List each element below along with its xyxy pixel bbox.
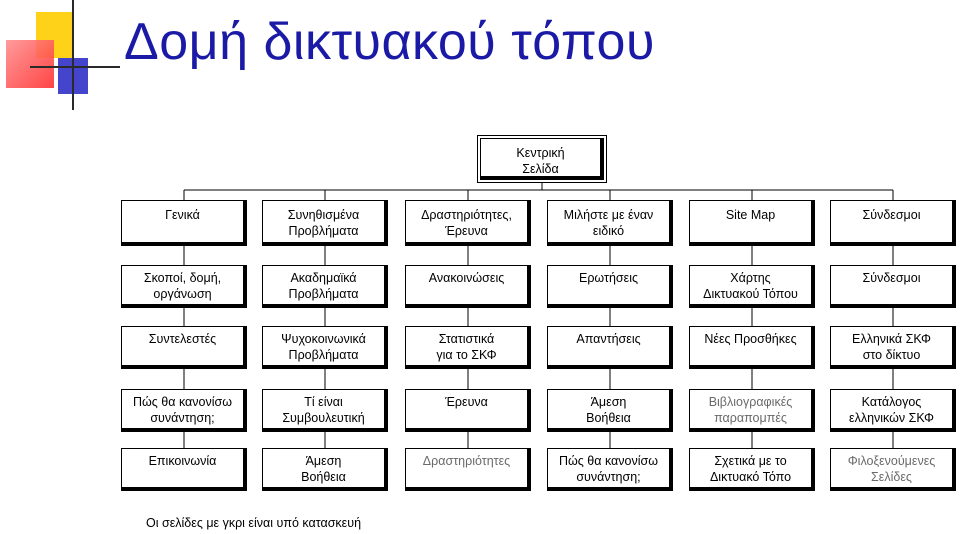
node-col2-header[interactable]: Δραστηριότητες, Έρευνα <box>405 200 531 246</box>
node-col0-item2-label: Πώς θα κανονίσω συνάντηση; <box>133 395 232 425</box>
node-col0-header[interactable]: Γενικά <box>121 200 247 246</box>
node-col3-header[interactable]: Μιλήστε με έναν ειδικό <box>547 200 673 246</box>
node-col3-item1[interactable]: Απαντήσεις <box>547 326 673 369</box>
node-col5-item0[interactable]: Σύνδεσμοι <box>830 265 956 308</box>
node-col4-item3[interactable]: Σχετικά με το Δικτυακό Τόπο <box>689 448 815 491</box>
root-node-home[interactable]: Κεντρική Σελίδα <box>477 135 607 183</box>
legend-note: Οι σελίδες με γκρι είναι υπό κατασκευή <box>146 516 362 530</box>
horizontal-rule <box>30 66 120 68</box>
node-col4-item2[interactable]: Βιβλιογραφικές παραπομπές <box>689 389 815 432</box>
node-col5-item1-label: Ελληνικά ΣΚΦ στο δίκτυο <box>852 332 931 362</box>
node-col4-item3-label: Σχετικά με το Δικτυακό Τόπο <box>709 454 792 484</box>
node-col2-item2-label: Έρευνα <box>445 395 488 409</box>
node-col2-header-label: Δραστηριότητες, Έρευνα <box>421 208 512 238</box>
node-col5-item3[interactable]: Φιλοξενούμενες Σελίδες <box>830 448 956 491</box>
root-node-home-label: Κεντρική Σελίδα <box>516 146 565 176</box>
node-col1-header[interactable]: Συνηθισμένα Προβλήματα <box>262 200 388 246</box>
node-col0-item1[interactable]: Συντελεστές <box>121 326 247 369</box>
node-col5-header[interactable]: Σύνδεσμοι <box>830 200 956 246</box>
node-col3-item3[interactable]: Πώς θα κανονίσω συνάντηση; <box>547 448 673 491</box>
node-col5-item2[interactable]: Κατάλογος ελληνικών ΣΚΦ <box>830 389 956 432</box>
node-col2-item0[interactable]: Ανακοινώσεις <box>405 265 531 308</box>
vertical-rule <box>72 0 74 110</box>
node-col5-item0-label: Σύνδεσμοι <box>862 271 921 285</box>
node-col3-item3-label: Πώς θα κανονίσω συνάντηση; <box>559 454 658 484</box>
node-col4-item1[interactable]: Νέες Προσθήκες <box>689 326 815 369</box>
page-title: Δομή δικτυακού τόπου <box>124 13 655 71</box>
corner-decoration <box>0 0 120 110</box>
node-col0-item3-label: Επικοινωνία <box>148 454 217 468</box>
node-col1-item2[interactable]: Τί είναι Συμβουλευτική <box>262 389 388 432</box>
node-col3-item0[interactable]: Ερωτήσεις <box>547 265 673 308</box>
node-col3-item2[interactable]: Άμεση Βοήθεια <box>547 389 673 432</box>
node-col1-item3[interactable]: Άμεση Βοήθεια <box>262 448 388 491</box>
node-col0-item3[interactable]: Επικοινωνία <box>121 448 247 491</box>
node-col4-header-label: Site Map <box>725 208 776 222</box>
node-col2-item1-label: Στατιστικά για το ΣΚΦ <box>436 332 497 362</box>
node-col4-item1-label: Νέες Προσθήκες <box>704 332 797 346</box>
node-col2-item3[interactable]: Δραστηριότητες <box>405 448 531 491</box>
node-col0-item1-label: Συντελεστές <box>148 332 217 346</box>
node-col5-item2-label: Κατάλογος ελληνικών ΣΚΦ <box>849 395 934 425</box>
node-col0-header-label: Γενικά <box>165 208 200 222</box>
node-col1-item3-label: Άμεση Βοήθεια <box>301 454 346 484</box>
node-col4-item2-label: Βιβλιογραφικές παραπομπές <box>708 395 793 425</box>
node-col2-item3-label: Δραστηριότητες <box>422 454 511 468</box>
node-col3-item1-label: Απαντήσεις <box>576 332 641 346</box>
node-col1-item1-label: Ψυχοκοινωνικά Προβλήματα <box>281 332 366 362</box>
node-col2-item2[interactable]: Έρευνα <box>405 389 531 432</box>
node-col3-item2-label: Άμεση Βοήθεια <box>586 395 631 425</box>
node-col0-item2[interactable]: Πώς θα κανονίσω συνάντηση; <box>121 389 247 432</box>
node-col0-item0-label: Σκοποί, δομή, οργάνωση <box>143 271 222 301</box>
node-col5-item1[interactable]: Ελληνικά ΣΚΦ στο δίκτυο <box>830 326 956 369</box>
node-col3-header-label: Μιλήστε με έναν ειδικό <box>563 208 654 238</box>
node-col1-item2-label: Τί είναι Συμβουλευτική <box>282 395 365 425</box>
node-col1-item0-label: Ακαδημαϊκά Προβλήματα <box>288 271 359 301</box>
node-col2-item1[interactable]: Στατιστικά για το ΣΚΦ <box>405 326 531 369</box>
node-col2-item0-label: Ανακοινώσεις <box>428 271 505 285</box>
node-col3-item0-label: Ερωτήσεις <box>578 271 638 285</box>
node-col5-item3-label: Φιλοξενούμενες Σελίδες <box>847 454 936 484</box>
node-col1-item0[interactable]: Ακαδημαϊκά Προβλήματα <box>262 265 388 308</box>
node-col4-item0-label: Χάρτης Δικτυακού Τόπου <box>703 271 798 301</box>
node-col1-header-label: Συνηθισμένα Προβλήματα <box>287 208 360 238</box>
red-square <box>6 40 54 88</box>
node-col4-item0[interactable]: Χάρτης Δικτυακού Τόπου <box>689 265 815 308</box>
node-col0-item0[interactable]: Σκοποί, δομή, οργάνωση <box>121 265 247 308</box>
node-col4-header[interactable]: Site Map <box>689 200 815 246</box>
node-col1-item1[interactable]: Ψυχοκοινωνικά Προβλήματα <box>262 326 388 369</box>
node-col5-header-label: Σύνδεσμοι <box>862 208 921 222</box>
